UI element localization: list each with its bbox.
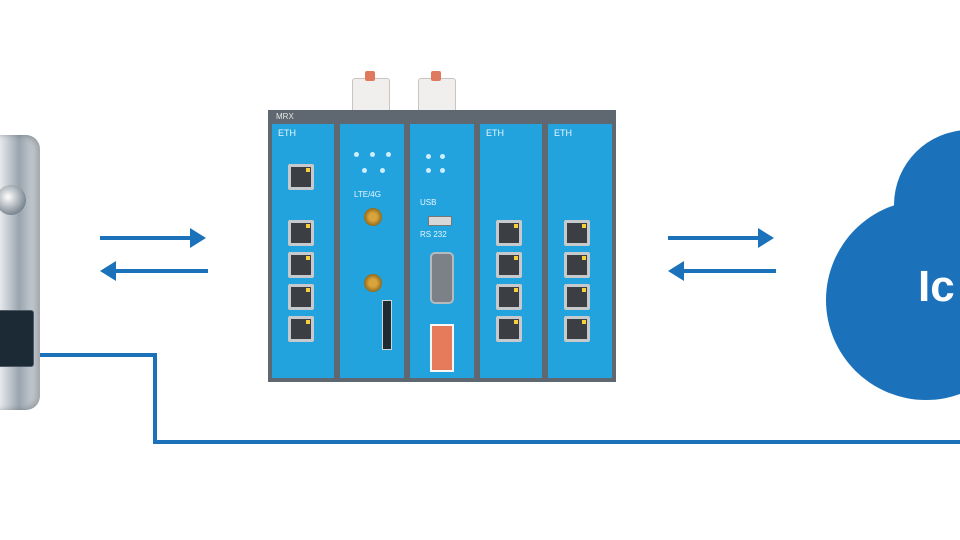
ethernet-port-icon [564, 252, 590, 278]
status-led-icon [386, 152, 391, 157]
status-led-icon [380, 168, 385, 173]
status-led-icon [426, 168, 431, 173]
antenna-connector-icon [352, 71, 390, 114]
machine-control-panel [0, 310, 34, 367]
antenna-connector-icon [418, 71, 456, 114]
arrow-left-head [668, 261, 684, 281]
module-title: ETH [554, 128, 572, 138]
cloud-label: Ic [918, 262, 955, 311]
sim-slot-icon [382, 300, 392, 350]
status-led-icon [440, 168, 445, 173]
arrow-left-head [100, 261, 116, 281]
machine-device [0, 135, 40, 410]
status-led-icon [370, 152, 375, 157]
ethernet-port-icon [496, 316, 522, 342]
serial-port-icon [430, 252, 454, 304]
arrow-right-head [190, 228, 206, 248]
router-module-io: USB RS 232 [406, 110, 478, 382]
arrow-pair-left [100, 228, 208, 281]
router-brand: MRX [276, 112, 294, 121]
module-title: ETH [278, 128, 296, 138]
ethernet-port-icon [496, 220, 522, 246]
cloud-icon [826, 130, 960, 400]
mrx-router: MRX ETH LTE/4G USB [268, 71, 616, 382]
router-module-eth-2: ETH [476, 110, 546, 382]
module-title: USB [420, 198, 437, 207]
router-module-lte: LTE/4G [336, 110, 408, 382]
ethernet-port-icon [496, 252, 522, 278]
arrow-right-head [758, 228, 774, 248]
ethernet-port-icon [564, 316, 590, 342]
terminal-block-icon [430, 324, 454, 372]
router-module-eth-3: ETH [544, 110, 616, 382]
machine-knob [0, 185, 26, 215]
status-led-icon [362, 168, 367, 173]
ethernet-port-icon [496, 284, 522, 310]
status-led-icon [440, 154, 445, 159]
serial-label: RS 232 [420, 230, 447, 239]
router-module-eth-1: MRX ETH [268, 110, 338, 382]
ethernet-port-icon [288, 164, 314, 190]
ethernet-port-icon [288, 252, 314, 278]
ethernet-port-icon [288, 284, 314, 310]
ethernet-port-icon [564, 284, 590, 310]
antenna-port-icon [364, 208, 382, 226]
cable-line [20, 353, 960, 444]
arrow-pair-right [668, 228, 776, 281]
status-led-icon [426, 154, 431, 159]
ethernet-port-icon [288, 316, 314, 342]
antenna-port-icon [364, 274, 382, 292]
status-led-icon [354, 152, 359, 157]
usb-port-icon [428, 216, 452, 226]
module-title: ETH [486, 128, 504, 138]
ethernet-port-icon [564, 220, 590, 246]
module-title: LTE/4G [354, 190, 381, 199]
ethernet-port-icon [288, 220, 314, 246]
